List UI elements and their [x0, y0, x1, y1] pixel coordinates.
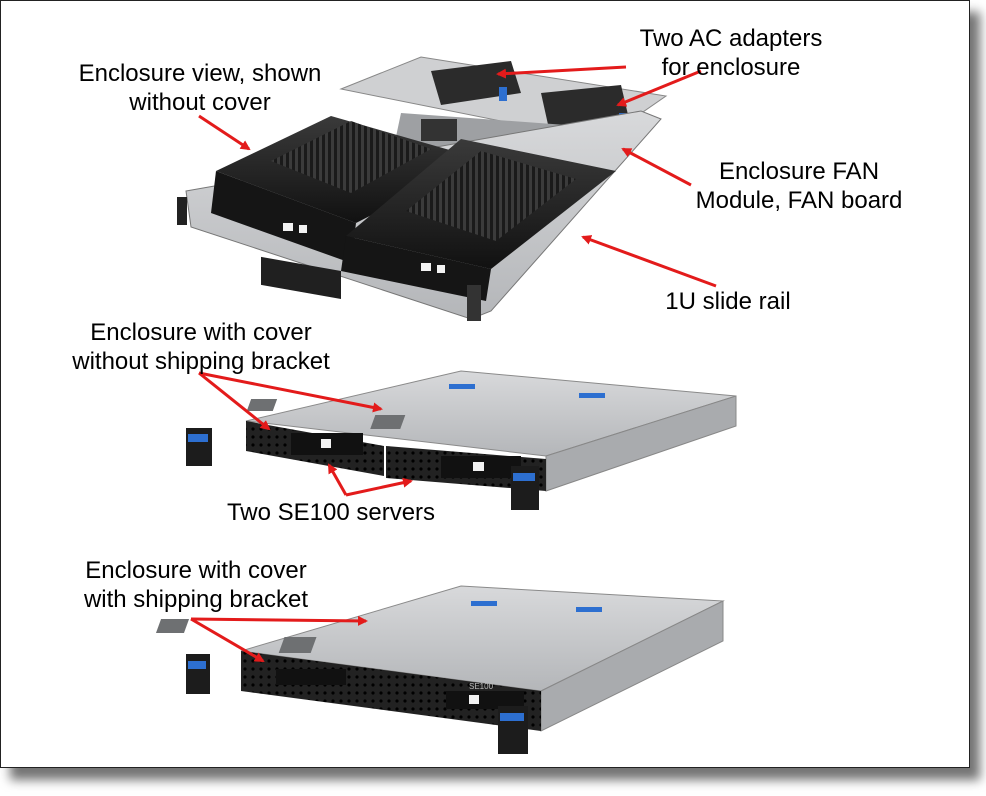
enclosure-cover-with-bracket-illustration: SE100	[155, 585, 725, 754]
arrow-enclosure-view	[198, 114, 251, 151]
callout-arrows	[190, 65, 717, 663]
arrow-ac-adapter-1	[496, 65, 627, 79]
arrow-cover-bracket-1	[190, 617, 265, 663]
arrow-cover-no-bracket-2	[198, 371, 383, 413]
label-cover-with-bracket-line2: with shipping bracket	[83, 586, 309, 613]
label-cover-no-bracket-line1: Enclosure with cover	[90, 319, 312, 346]
label-slide-rail: 1U slide rail	[665, 288, 791, 315]
label-ac-adapters-line1: Two AC adapters	[639, 25, 823, 52]
label-enclosure-view-line2: without cover	[129, 89, 271, 116]
arrow-slide-rail	[581, 235, 717, 288]
arrow-ac-adapter-2	[616, 69, 702, 107]
label-fan-module: Enclosure FAN Module, FAN board	[674, 157, 924, 215]
label-ac-adapters-line2: for enclosure	[661, 54, 801, 81]
label-fan-module-line2: Module, FAN board	[695, 187, 903, 214]
label-enclosure-view-line1: Enclosure view, shown	[78, 60, 322, 87]
label-cover-with-bracket: Enclosure with cover with shipping brack…	[61, 556, 331, 614]
figure-frame: SE100 Enclosure view, shown without cove…	[0, 0, 970, 768]
label-cover-with-bracket-line1: Enclosure with cover	[85, 557, 307, 584]
enclosure-open-illustration	[177, 56, 668, 321]
enclosure-cover-no-bracket-illustration	[186, 370, 737, 510]
arrow-fan-module	[621, 147, 692, 187]
label-cover-no-bracket: Enclosure with cover without shipping br…	[51, 318, 351, 376]
arrow-cover-bracket-2	[190, 615, 368, 626]
label-fan-module-line1: Enclosure FAN	[718, 158, 880, 185]
arrow-se100-1	[327, 463, 348, 496]
label-cover-no-bracket-line2: without shipping bracket	[72, 348, 330, 375]
arrow-cover-no-bracket-1	[198, 371, 271, 431]
arrow-se100-2	[345, 477, 413, 497]
hardware-illustrations: SE100	[155, 56, 737, 754]
label-enclosure-view: Enclosure view, shown without cover	[55, 59, 345, 117]
label-ac-adapters: Two AC adapters for enclosure	[616, 24, 846, 82]
model-badge: SE100	[469, 682, 494, 691]
label-se100-servers: Two SE100 servers	[226, 499, 436, 526]
